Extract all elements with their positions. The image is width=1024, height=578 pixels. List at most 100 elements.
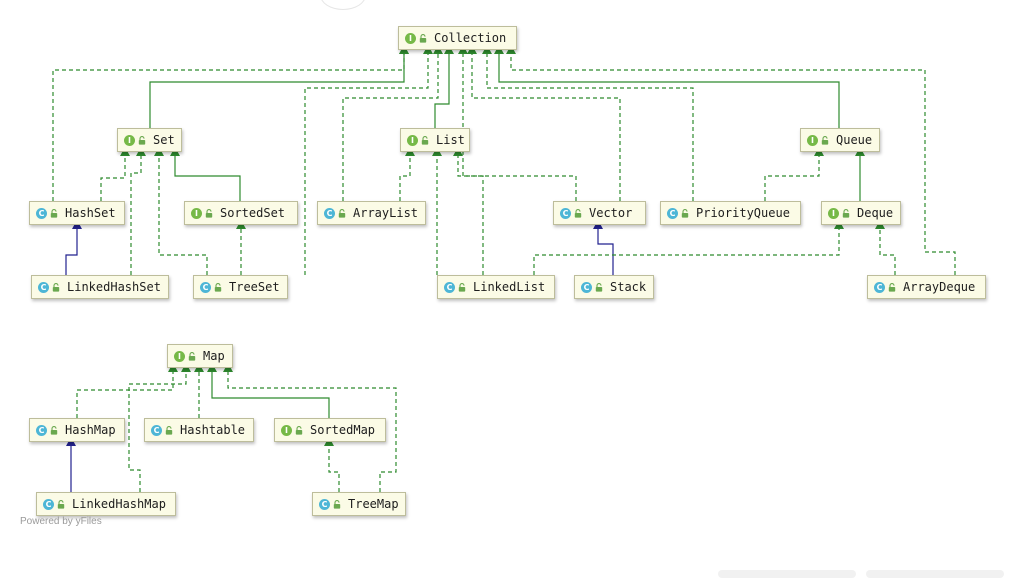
edge-arraylist-to-list — [399, 147, 415, 201]
lock-icon — [842, 208, 850, 218]
edge-linkedhashset-to-set — [130, 147, 146, 275]
node-label: PriorityQueue — [696, 206, 790, 220]
node-treeset[interactable]: C TreeSet — [193, 275, 288, 299]
class-badge-icon: C — [667, 207, 678, 219]
lock-icon — [574, 208, 582, 218]
edge-arraydeque-to-collection — [506, 45, 956, 275]
node-list[interactable]: I List — [400, 128, 470, 152]
node-set[interactable]: I Set — [117, 128, 182, 152]
edge-treemap-to-sortedmap — [324, 437, 340, 492]
node-label: LinkedHashSet — [67, 280, 161, 294]
edge-priorityqueue-to-queue — [764, 147, 824, 201]
edge-list-to-collection — [434, 45, 454, 128]
edge-queue-to-collection — [494, 45, 840, 128]
node-collection[interactable]: I Collection — [398, 26, 517, 50]
edge-hashmap-to-map — [76, 363, 178, 418]
edge-hashset-to-collection — [52, 45, 409, 201]
node-label: HashMap — [65, 423, 116, 437]
edge-linkedhashmap-to-map — [128, 363, 191, 492]
node-label: Stack — [610, 280, 647, 294]
class-badge-icon: C — [200, 281, 211, 293]
node-label: SortedSet — [220, 206, 286, 220]
edge-sortedset-to-set — [170, 147, 241, 201]
node-label: LinkedList — [473, 280, 546, 294]
lock-icon — [458, 282, 466, 292]
edge-vector-to-list — [453, 147, 577, 201]
scroll-track-left — [718, 570, 856, 578]
node-label: Queue — [836, 133, 873, 147]
edge-linkedlist-to-collection — [458, 45, 484, 275]
interface-badge-icon: I — [281, 424, 292, 436]
interface-badge-icon: I — [828, 207, 839, 219]
edge-linkedhashset-to-hashset — [65, 220, 82, 275]
lock-icon — [821, 135, 829, 145]
node-hashset[interactable]: C HashSet — [29, 201, 125, 225]
node-stack[interactable]: C Stack — [574, 275, 654, 299]
lock-icon — [50, 425, 58, 435]
node-priorityqueue[interactable]: C PriorityQueue — [660, 201, 801, 225]
interface-badge-icon: I — [174, 350, 185, 362]
edge-stack-to-vector — [593, 220, 614, 275]
edge-treeset-to-set — [154, 147, 208, 275]
lock-icon — [214, 282, 222, 292]
node-map[interactable]: I Map — [167, 344, 233, 368]
lock-icon — [295, 425, 303, 435]
edge-linkedlist-to-deque — [533, 220, 844, 275]
edge-treemap-to-map — [223, 363, 397, 492]
lock-icon — [338, 208, 346, 218]
lock-icon — [138, 135, 146, 145]
lock-icon — [333, 499, 341, 509]
edge-arraydeque-to-deque — [875, 220, 896, 275]
node-label: ArrayList — [353, 206, 419, 220]
lock-icon — [681, 208, 689, 218]
lock-icon — [888, 282, 896, 292]
class-badge-icon: C — [324, 207, 335, 219]
edge-treeset-to-collection — [304, 45, 433, 275]
interface-badge-icon: I — [124, 134, 135, 146]
lock-icon — [50, 208, 58, 218]
node-label: Map — [203, 349, 225, 363]
class-badge-icon: C — [444, 281, 455, 293]
edge-priorityqueue-to-collection — [482, 45, 694, 201]
node-label: Set — [153, 133, 175, 147]
class-badge-icon: C — [581, 281, 592, 293]
class-badge-icon: C — [36, 424, 47, 436]
edge-vector-to-collection — [467, 45, 621, 201]
footer-credit: Powered by yFiles — [20, 516, 102, 527]
edge-sortedmap-to-map — [207, 363, 330, 418]
node-hashmap[interactable]: C HashMap — [29, 418, 125, 442]
lock-icon — [421, 135, 429, 145]
node-label: HashSet — [65, 206, 116, 220]
class-badge-icon: C — [151, 424, 162, 436]
edge-arraylist-to-collection — [342, 45, 443, 201]
node-label: Collection — [434, 31, 507, 45]
node-label: Vector — [589, 206, 633, 220]
interface-badge-icon: I — [405, 32, 416, 44]
scroll-track-right — [866, 570, 1004, 578]
interface-badge-icon: I — [407, 134, 418, 146]
lock-icon — [205, 208, 213, 218]
node-label: TreeMap — [348, 497, 399, 511]
class-badge-icon: C — [36, 207, 47, 219]
node-linkedlist[interactable]: C LinkedList — [437, 275, 555, 299]
node-label: TreeSet — [229, 280, 280, 294]
node-label: LinkedHashMap — [72, 497, 166, 511]
class-badge-icon: C — [874, 281, 885, 293]
edge-set-to-collection — [149, 45, 409, 128]
edge-hashset-to-set — [100, 147, 130, 201]
lock-icon — [188, 351, 196, 361]
lock-icon — [165, 425, 173, 435]
node-label: List — [436, 133, 465, 147]
node-arraylist[interactable]: C ArrayList — [317, 201, 426, 225]
